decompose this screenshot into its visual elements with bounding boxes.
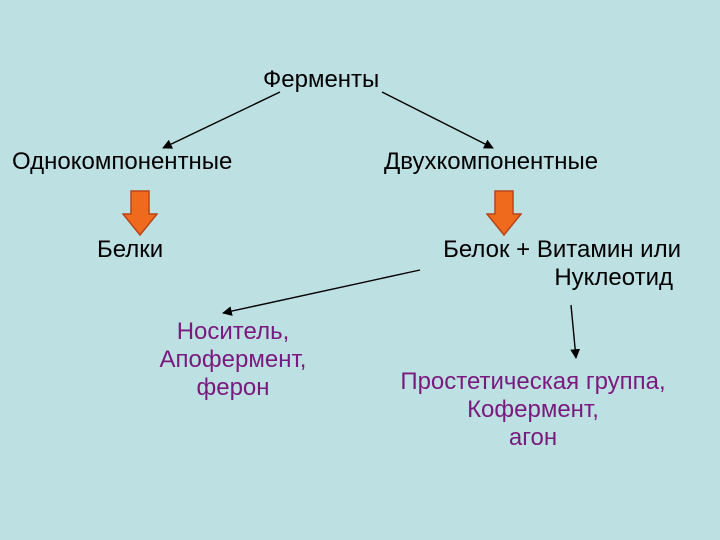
node-protein-vitamin-line1: Белок + Витамин или: [443, 236, 681, 263]
block-arrow-left-down: [122, 190, 158, 236]
node-prosthetic-line1: Простетическая группа,: [400, 368, 666, 395]
node-protein-vitamin: Белок + Витамин или Нуклеотид: [402, 236, 681, 292]
node-one-component: Однокомпонентные: [12, 148, 233, 175]
arrow-protein-to-carrier: [222, 269, 421, 316]
node-proteins: Белки: [97, 236, 164, 263]
node-protein-vitamin-line2: Нуклеотид: [554, 264, 673, 291]
node-enzymes: Ферменты: [263, 66, 380, 93]
arrow-root-to-two-component: [381, 91, 494, 149]
arrow-root-to-one-component: [162, 91, 281, 149]
node-carrier-line2: Апофермент,: [159, 346, 307, 373]
arrow-nucleotide-to-prosthetic: [570, 304, 581, 359]
node-prosthetic-line3: агон: [508, 424, 558, 451]
node-carrier-line3: ферон: [196, 374, 270, 401]
node-two-component: Двухкомпонентные: [384, 148, 599, 175]
node-carrier-line1: Носитель,: [176, 318, 290, 345]
node-prosthetic-line2: Кофермент,: [467, 396, 599, 423]
node-prosthetic: Простетическая группа, Кофермент, агон: [370, 368, 696, 452]
block-arrow-right-down: [486, 190, 522, 236]
node-carrier: Носитель, Апофермент, ферон: [120, 318, 346, 402]
